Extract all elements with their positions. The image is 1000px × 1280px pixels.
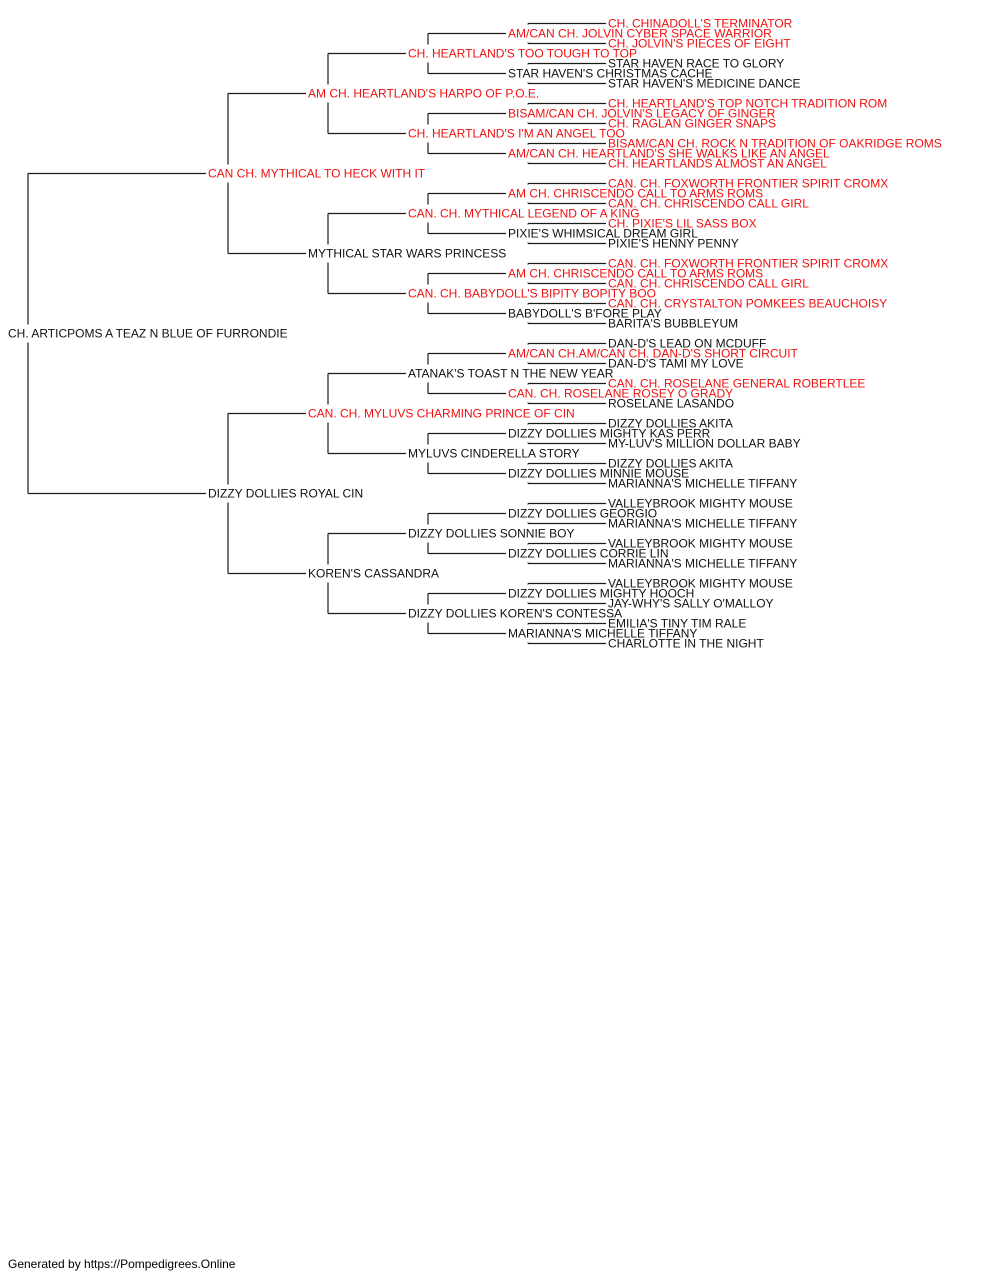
gen5-dam-name[interactable]: MY-LUV'S MILLION DOLLAR BABY (608, 437, 801, 451)
gen2-dam-name[interactable]: KOREN'S CASSANDRA (308, 567, 439, 581)
gen4-dam-name[interactable]: BABYDOLL'S B'FORE PLAY (508, 307, 662, 321)
gen4-dam-name[interactable]: DIZZY DOLLIES CORRIE LIN (508, 547, 668, 561)
gen5-dam-name[interactable]: MARIANNA'S MICHELLE TIFFANY (608, 517, 797, 531)
gen5-sire-name[interactable]: CH. CHINADOLL'S TERMINATOR (608, 17, 793, 31)
gen2-sire-name[interactable]: AM CH. HEARTLAND'S HARPO OF P.O.E. (308, 87, 539, 101)
gen3-dam-name[interactable]: CAN. CH. BABYDOLL'S BIPITY BOPITY BOO (408, 287, 656, 301)
gen4-dam-name[interactable]: STAR HAVEN'S CHRISTMAS CACHE (508, 67, 713, 81)
gen3-sire-name[interactable]: CH. HEARTLAND'S TOO TOUGH TO TOP (408, 47, 637, 61)
pedigree-connectors (27, 22, 606, 645)
gen2-sire-name[interactable]: CAN. CH. MYLUVS CHARMING PRINCE OF CIN (308, 407, 575, 421)
gen5-sire-name[interactable]: DAN-D'S LEAD ON MCDUFF (608, 337, 766, 351)
gen5-sire-name[interactable]: CH. HEARTLAND'S TOP NOTCH TRADITION ROM (608, 97, 887, 111)
gen5-sire-name[interactable]: EMILIA'S TINY TIM RALE (608, 617, 746, 631)
gen4-dam-name[interactable]: PIXIE'S WHIMSICAL DREAM GIRL (508, 227, 698, 241)
gen5-dam-name[interactable]: ROSELANE LASANDO (608, 397, 734, 411)
gen5-dam-name[interactable]: CH. RAGLAN GINGER SNAPS (608, 117, 776, 131)
gen2-dam-name[interactable]: MYTHICAL STAR WARS PRINCESS (308, 247, 506, 261)
gen5-dam-name[interactable]: DAN-D'S TAMI MY LOVE (608, 357, 744, 371)
gen5-dam-name[interactable]: PIXIE'S HENNY PENNY (608, 237, 739, 251)
gen5-dam-name[interactable]: CH. JOLVIN'S PIECES OF EIGHT (608, 37, 791, 51)
pedigree-names: CH. ARTICPOMS A TEAZ N BLUE OF FURRONDIE… (8, 17, 942, 651)
gen5-sire-name[interactable]: CAN. CH. CRYSTALTON POMKEES BEAUCHOISY (608, 297, 887, 311)
footer-credit: Generated by https://Pompedigrees.Online (8, 1257, 236, 1271)
gen1-sire-name[interactable]: CAN CH. MYTHICAL TO HECK WITH IT (208, 167, 426, 181)
gen5-sire-name[interactable]: BISAM/CAN CH. ROCK N TRADITION OF OAKRID… (608, 137, 942, 151)
gen5-dam-name[interactable]: MARIANNA'S MICHELLE TIFFANY (608, 477, 797, 491)
gen5-sire-name[interactable]: VALLEYBROOK MIGHTY MOUSE (608, 537, 793, 551)
gen5-dam-name[interactable]: JAY-WHY'S SALLY O'MALLOY (608, 597, 774, 611)
gen1-dam-name[interactable]: DIZZY DOLLIES ROYAL CIN (208, 487, 363, 501)
gen5-sire-name[interactable]: STAR HAVEN RACE TO GLORY (608, 57, 784, 71)
gen5-dam-name[interactable]: MARIANNA'S MICHELLE TIFFANY (608, 557, 797, 571)
gen4-sire-name[interactable]: AM/CAN CH.AM/CAN CH. DAN-D'S SHORT CIRCU… (508, 347, 799, 361)
gen5-sire-name[interactable]: DIZZY DOLLIES AKITA (608, 417, 733, 431)
gen5-dam-name[interactable]: CH. HEARTLANDS ALMOST AN ANGEL (608, 157, 827, 171)
gen5-dam-name[interactable]: CAN. CH. CHRISCENDO CALL GIRL (608, 197, 809, 211)
gen5-sire-name[interactable]: CAN. CH. FOXWORTH FRONTIER SPIRIT CROMX (608, 257, 888, 271)
gen5-sire-name[interactable]: VALLEYBROOK MIGHTY MOUSE (608, 577, 793, 591)
gen5-sire-name[interactable]: CAN. CH. ROSELANE GENERAL ROBERTLEE (608, 377, 865, 391)
gen4-sire-name[interactable]: DIZZY DOLLIES MIGHTY HOOCH (508, 587, 694, 601)
gen3-sire-name[interactable]: ATANAK'S TOAST N THE NEW YEAR (408, 367, 614, 381)
gen5-sire-name[interactable]: CH. PIXIE'S LIL SASS BOX (608, 217, 757, 231)
gen4-sire-name[interactable]: DIZZY DOLLIES MIGHTY KAS PERR (508, 427, 711, 441)
gen3-sire-name[interactable]: CAN. CH. MYTHICAL LEGEND OF A KING (408, 207, 640, 221)
gen5-sire-name[interactable]: CAN. CH. FOXWORTH FRONTIER SPIRIT CROMX (608, 177, 888, 191)
gen5-dam-name[interactable]: STAR HAVEN'S MEDICINE DANCE (608, 77, 801, 91)
gen5-sire-name[interactable]: VALLEYBROOK MIGHTY MOUSE (608, 497, 793, 511)
gen5-dam-name[interactable]: CAN. CH. CHRISCENDO CALL GIRL (608, 277, 809, 291)
gen4-dam-name[interactable]: MARIANNA'S MICHELLE TIFFANY (508, 627, 697, 641)
gen3-sire-name[interactable]: DIZZY DOLLIES SONNIE BOY (408, 527, 575, 541)
gen4-sire-name[interactable]: AM CH. CHRISCENDO CALL TO ARMS ROMS (508, 267, 763, 281)
gen4-dam-name[interactable]: AM/CAN CH. HEARTLAND'S SHE WALKS LIKE AN… (508, 147, 830, 161)
gen3-dam-name[interactable]: DIZZY DOLLIES KOREN'S CONTESSA (408, 607, 622, 621)
gen5-sire-name[interactable]: DIZZY DOLLIES AKITA (608, 457, 733, 471)
gen3-dam-name[interactable]: MYLUVS CINDERELLA STORY (408, 447, 580, 461)
gen4-sire-name[interactable]: AM/CAN CH. JOLVIN CYBER SPACE WARRIOR (508, 27, 772, 41)
gen4-sire-name[interactable]: AM CH. CHRISCENDO CALL TO ARMS ROMS (508, 187, 763, 201)
gen4-dam-name[interactable]: DIZZY DOLLIES MINNIE MOUSE (508, 467, 689, 481)
gen5-dam-name[interactable]: CHARLOTTE IN THE NIGHT (608, 637, 764, 651)
gen4-sire-name[interactable]: DIZZY DOLLIES GEORGIO (508, 507, 657, 521)
gen4-sire-name[interactable]: BISAM/CAN CH. JOLVIN'S LEGACY OF GINGER (508, 107, 776, 121)
subject-name[interactable]: CH. ARTICPOMS A TEAZ N BLUE OF FURRONDIE (8, 327, 288, 341)
gen4-dam-name[interactable]: CAN. CH. ROSELANE ROSEY O GRADY (508, 387, 733, 401)
gen5-dam-name[interactable]: BARITA'S BUBBLEYUM (608, 317, 738, 331)
gen3-dam-name[interactable]: CH. HEARTLAND'S I'M AN ANGEL TOO (408, 127, 625, 141)
